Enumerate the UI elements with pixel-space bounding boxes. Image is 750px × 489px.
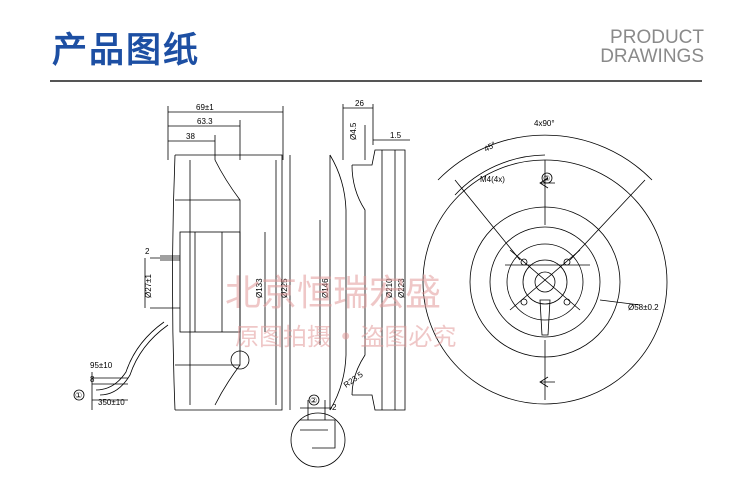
- callout-2: ②: [310, 396, 317, 405]
- subtitle-line-2: DRAWINGS: [600, 46, 704, 67]
- subtitle-line-1: PRODUCT: [610, 27, 704, 48]
- dim-1-5: 1.5: [390, 131, 402, 140]
- dim-210: Ø210: [385, 278, 394, 298]
- front-view: [422, 134, 668, 405]
- dim-146: Ø146: [321, 278, 330, 298]
- dim-350: 350±10: [98, 398, 125, 407]
- callout-1: ①: [75, 391, 82, 400]
- dim-26: 26: [355, 99, 364, 108]
- dim-4-5: Ø4.5: [349, 122, 358, 140]
- dim-45: 45°: [483, 140, 498, 154]
- dim-2-b: 2: [332, 403, 337, 412]
- dim-r23-5: R23.5: [342, 370, 365, 390]
- dim-95: 95±10: [90, 361, 113, 370]
- dim-2-a: 2: [145, 247, 150, 256]
- callout-circle-1: [73, 389, 85, 401]
- page-title: 产品图纸: [52, 31, 201, 71]
- dim-27: Ø27±1: [144, 273, 153, 298]
- watermark-line-1: 北京恒瑞宏盛: [225, 273, 441, 314]
- dim-4x90: 4x90°: [534, 119, 555, 128]
- section-view: [319, 104, 410, 411]
- dim-133: Ø133: [255, 278, 264, 298]
- callout-circle-3: [541, 172, 553, 184]
- dim-69: 69±1: [196, 103, 214, 112]
- watermark-line-2: 原图拍摄 • 盗图必究: [235, 323, 456, 351]
- dim-223: Ø223: [397, 278, 406, 298]
- dim-225: Ø225: [280, 278, 289, 298]
- callout-circle-2: [308, 394, 320, 406]
- page-subtitle: PRODUCT DRAWINGS: [600, 28, 704, 66]
- callout-3: ③: [543, 174, 550, 183]
- dim-63: 63.3: [197, 117, 213, 126]
- header-divider: [50, 80, 702, 82]
- dim-58: Ø58±0.2: [628, 303, 659, 312]
- side-view: [91, 106, 291, 411]
- dim-38: 38: [186, 132, 195, 141]
- detail-view: [290, 400, 346, 468]
- dim-8: 8: [90, 375, 95, 384]
- dim-m4: M4(4x): [480, 175, 505, 184]
